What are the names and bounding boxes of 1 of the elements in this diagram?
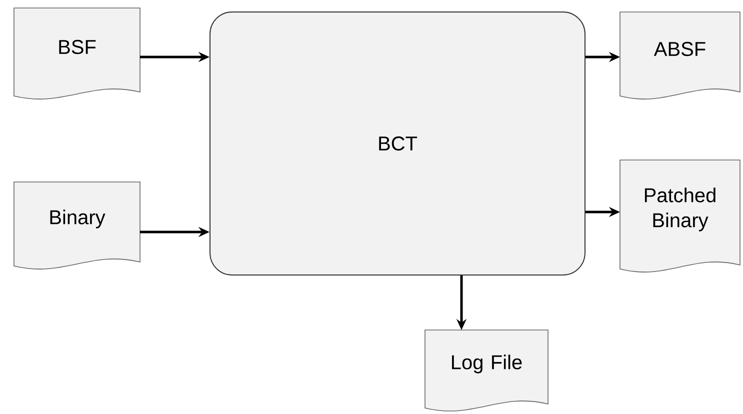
process-box: BCT [210,12,586,276]
